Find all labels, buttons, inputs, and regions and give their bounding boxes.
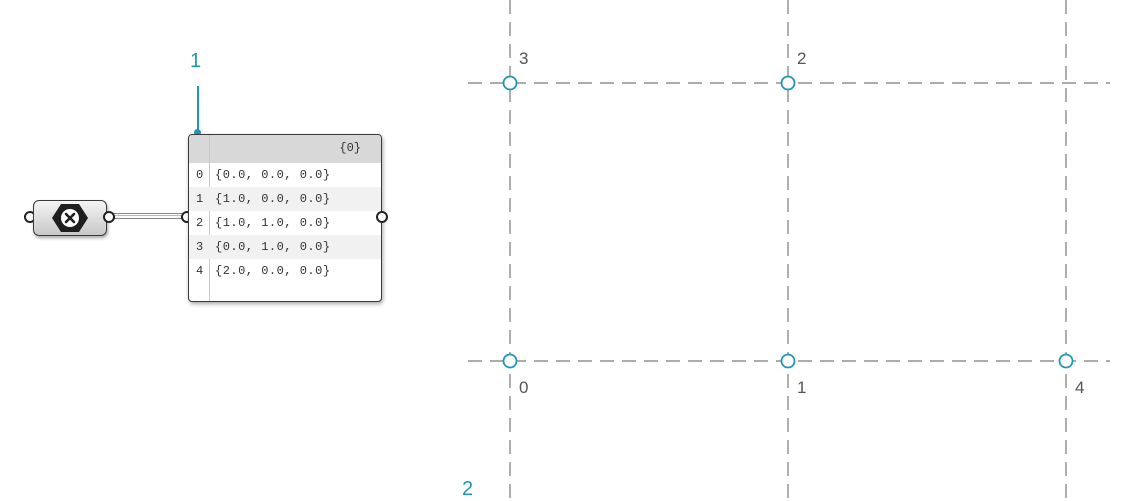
point-marker[interactable] bbox=[502, 353, 518, 369]
list-item-index: 4 bbox=[196, 264, 204, 278]
point-index-label: 0 bbox=[519, 378, 528, 397]
list-item-index: 2 bbox=[196, 216, 204, 230]
panel-branch-path: {0} bbox=[339, 141, 361, 155]
list-item: 4 {2.0, 0.0, 0.0} bbox=[189, 259, 381, 283]
list-item: 0 {0.0, 0.0, 0.0} bbox=[189, 163, 381, 187]
component-output-grip[interactable] bbox=[103, 211, 115, 223]
source-component[interactable] bbox=[33, 200, 107, 236]
point-marker[interactable] bbox=[1058, 353, 1074, 369]
point-index-label: 3 bbox=[519, 49, 528, 68]
callout-leader-line bbox=[197, 86, 199, 132]
callout-number-2: 2 bbox=[462, 478, 474, 500]
point-index-label: 4 bbox=[1075, 378, 1084, 397]
point-index-label: 2 bbox=[797, 49, 806, 68]
list-item-value: {2.0, 0.0, 0.0} bbox=[215, 264, 331, 278]
panel-output-grip[interactable] bbox=[376, 211, 388, 223]
list-item-value: {0.0, 1.0, 0.0} bbox=[215, 240, 331, 254]
close-x-hexagon-icon bbox=[52, 204, 88, 232]
callout-number-1: 1 bbox=[190, 50, 202, 72]
point-marker[interactable] bbox=[502, 75, 518, 91]
list-item-value: {1.0, 1.0, 0.0} bbox=[215, 216, 331, 230]
point-marker[interactable] bbox=[780, 75, 796, 91]
list-item-index: 1 bbox=[196, 192, 204, 206]
list-item-value: {0.0, 0.0, 0.0} bbox=[215, 168, 331, 182]
callout-leader-dot bbox=[194, 129, 201, 136]
list-item: 3 {0.0, 1.0, 0.0} bbox=[189, 235, 381, 259]
point-index-label: 1 bbox=[797, 378, 806, 397]
panel-header: {0} bbox=[189, 135, 381, 163]
list-item: 2 {1.0, 1.0, 0.0} bbox=[189, 211, 381, 235]
list-item-index: 0 bbox=[196, 168, 204, 182]
list-item: 1 {1.0, 0.0, 0.0} bbox=[189, 187, 381, 211]
connection-wire[interactable] bbox=[108, 213, 184, 220]
point-marker[interactable] bbox=[780, 353, 796, 369]
panel-index-gutter bbox=[189, 135, 210, 301]
data-panel[interactable]: {0} 0 {0.0, 0.0, 0.0} 1 {1.0, 0.0, 0.0} … bbox=[188, 134, 382, 302]
list-item-value: {1.0, 0.0, 0.0} bbox=[215, 192, 331, 206]
list-item-index: 3 bbox=[196, 240, 204, 254]
